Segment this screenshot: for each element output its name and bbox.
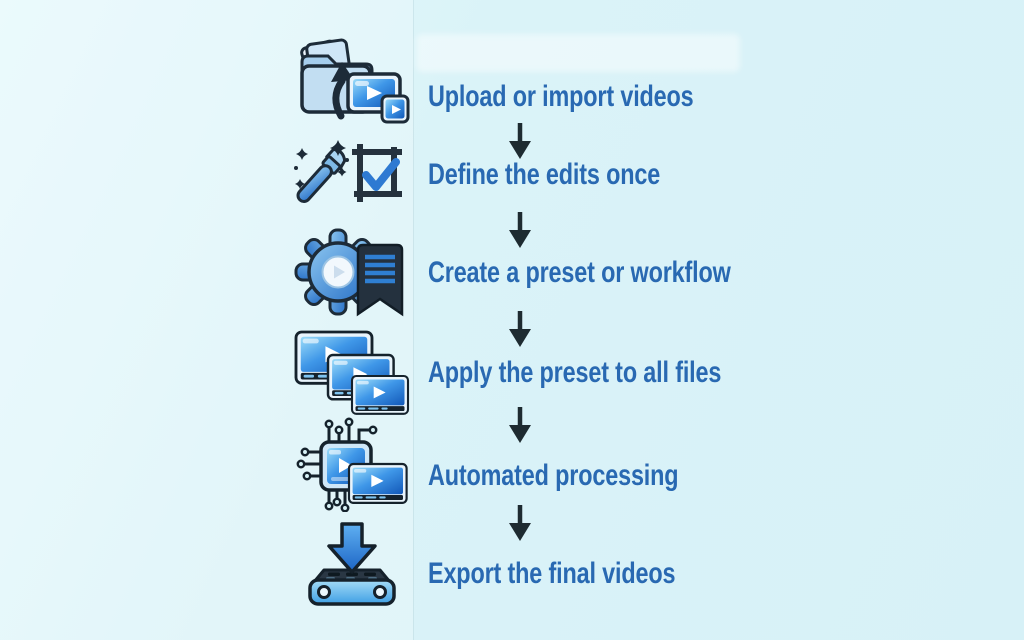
down-arrow-icon (505, 122, 535, 160)
down-arrow-icon (505, 504, 535, 542)
download-to-drive-icon (302, 520, 402, 608)
step-label-4: Apply the preset to all files (428, 354, 804, 392)
step-label-4-text: Apply the preset to all files (428, 356, 722, 389)
step-label-6: Export the final videos (428, 555, 745, 593)
gear-preset-bookmark-icon (292, 224, 408, 320)
step-label-3-text: Create a preset or workflow (428, 256, 731, 289)
step-label-2: Define the edits once (428, 156, 726, 194)
video-stack-icon (294, 330, 416, 416)
step-label-3: Create a preset or workflow (428, 254, 816, 292)
step-label-5-text: Automated processing (428, 459, 679, 492)
down-arrow-icon (505, 310, 535, 348)
down-arrow-icon (505, 211, 535, 249)
down-arrow-icon (505, 406, 535, 444)
step-label-2-text: Define the edits once (428, 158, 661, 191)
step-label-1-text: Upload or import videos (428, 80, 694, 113)
step-label-5: Automated processing (428, 457, 749, 495)
magic-wand-crop-check-icon (292, 138, 404, 214)
folders-upload-videos-icon (290, 36, 410, 124)
chip-processing-videos-icon (295, 416, 411, 512)
step-label-1: Upload or import videos (428, 78, 768, 116)
top-highlight-band (416, 34, 740, 72)
step-label-6-text: Export the final videos (428, 557, 676, 590)
